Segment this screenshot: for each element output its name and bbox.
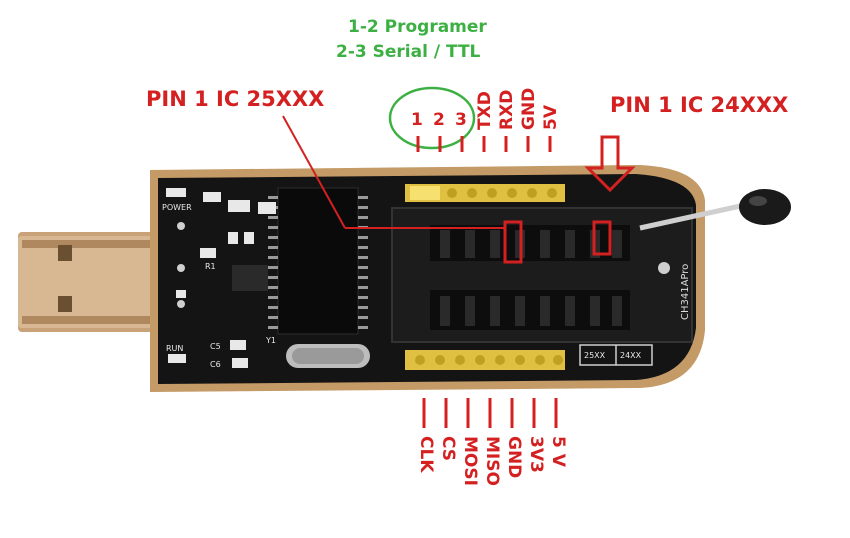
mounting-holes (177, 222, 670, 308)
bottom-header-pins (405, 350, 565, 370)
socket-label-box (579, 344, 653, 366)
top-header-pins (405, 184, 565, 202)
bottom-pin-miso: MISO (482, 436, 502, 486)
chip-socket (391, 207, 693, 343)
silk-r1: R1 (205, 262, 216, 271)
socket-lever (639, 189, 791, 231)
top-pin-rxd: RXD (497, 89, 517, 130)
crystal-oscillator (286, 344, 370, 368)
pin1-24xxx-marker (584, 135, 636, 256)
usb-connector (18, 225, 164, 339)
bottom-pin-gnd: GND (504, 436, 524, 479)
jumper-highlight-ellipse (388, 86, 476, 150)
smd-components (166, 188, 276, 368)
callout-pin1-25xxx: PIN 1 IC 25XXX (146, 87, 325, 111)
top-pin-lines (416, 136, 552, 152)
silk-c5: C5 (210, 342, 221, 351)
silk-c6: C6 (210, 360, 221, 369)
bottom-pin-clk: CLK (416, 436, 436, 473)
silk-socket-25xx: 25XX (584, 351, 606, 360)
jumper-number-3: 3 (455, 110, 467, 130)
top-pin-5v: 5V (541, 105, 561, 130)
silk-y1: Y1 (266, 336, 276, 345)
pin1-25xxx-marker (282, 115, 523, 264)
legend-serial-ttl: 2-3 Serial / TTL (336, 42, 481, 62)
top-pin-gnd: GND (519, 87, 539, 130)
silk-board-name: CH341APro (680, 263, 691, 320)
jumper-number-2: 2 (433, 110, 445, 130)
silk-socket-24xx: 24XX (620, 351, 642, 360)
bottom-pin-3v3: 3V3 (526, 436, 546, 473)
bottom-pin-lines (422, 398, 558, 428)
silk-run: RUN (166, 344, 184, 353)
bottom-pin-mosi: MOSI (460, 436, 480, 486)
jumper-number-1: 1 (411, 110, 423, 130)
legend-programmer: 1-2 Programer (348, 17, 487, 37)
top-pin-txd: TXD (475, 91, 495, 130)
callout-pin1-24xxx: PIN 1 IC 24XXX (610, 93, 789, 117)
bottom-pin-5v: 5 V (548, 436, 568, 467)
silk-power: POWER (162, 203, 192, 212)
ch341-chip (268, 187, 368, 335)
bottom-pin-cs: CS (438, 436, 458, 462)
